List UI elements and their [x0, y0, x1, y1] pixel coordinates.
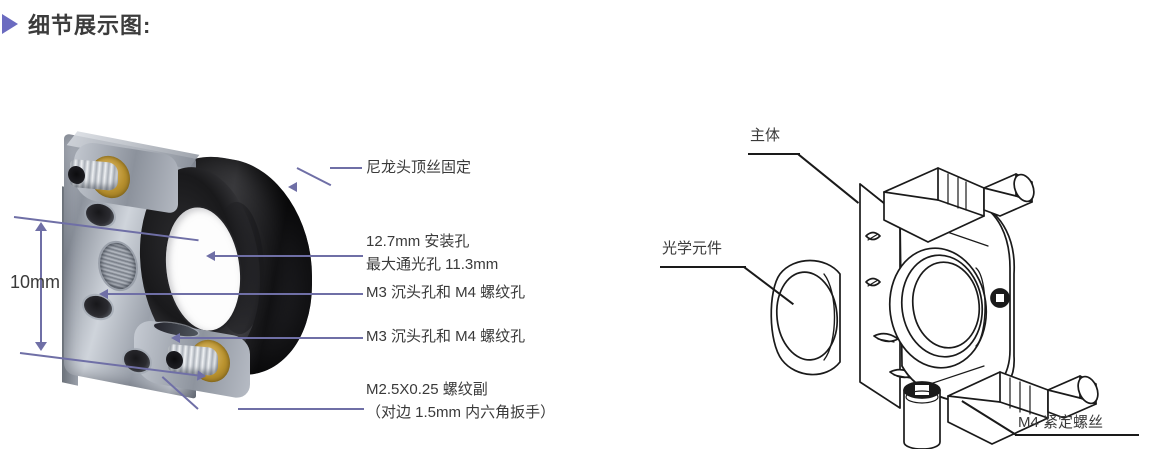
hex-socket-lower	[166, 350, 183, 370]
callout-underline-m4-set-screw	[1015, 434, 1139, 436]
lineart-exploded-assembly	[752, 150, 1154, 449]
section-header: 细节展示图:	[0, 8, 151, 40]
dimension-arrow-shaft	[40, 228, 42, 348]
callout-label-mounting-bore-line2: 最大通光孔 11.3mm	[366, 256, 499, 273]
leader-line-m3-counterbore-2	[180, 337, 363, 339]
callout-label-m3-counterbore-2: M3 沉头孔和 M4 螺纹孔	[366, 328, 526, 345]
callout-underline-main-body	[748, 153, 800, 155]
callout-label-thread-pair-line1: M2.5X0.25 螺纹副	[366, 381, 488, 398]
callout-label-optical-element: 光学元件	[662, 240, 723, 257]
leader-line-nylon-tip-setscrew	[330, 167, 362, 169]
lineart-optical-element-disc	[770, 259, 841, 376]
callout-label-thread-pair: M2.5X0.25 螺纹副 （对边 1.5mm 内六角扳手）	[366, 378, 555, 424]
arrowhead-m3-counterbore-2	[171, 333, 180, 343]
callout-label-mounting-bore-line1: 12.7mm 安装孔	[366, 233, 470, 250]
hex-socket-upper	[68, 165, 85, 185]
callout-label-thread-pair-line2: （对边 1.5mm 内六角扳手）	[366, 404, 556, 421]
callout-label-m3-counterbore-1: M3 沉头孔和 M4 螺纹孔	[366, 284, 526, 301]
triangle-right-icon	[2, 14, 18, 34]
leader-line-thread-pair	[238, 408, 364, 410]
arrowhead-m3-counterbore-1	[99, 289, 108, 299]
callout-underline-optical-element	[660, 266, 746, 268]
lineart-m4-set-screw	[903, 381, 941, 449]
page-title: 细节展示图:	[28, 13, 152, 38]
callout-label-m4-set-screw: M4 紧定螺丝	[1018, 414, 1104, 431]
arrowhead-mounting-bore	[206, 251, 215, 261]
dimension-label: 10mm	[10, 272, 61, 292]
callout-label-nylon-tip-setscrew: 尼龙头顶丝固定	[366, 159, 472, 176]
dimension-arrowhead-top	[35, 222, 47, 231]
dimension-arrowhead-bottom	[35, 342, 47, 351]
arrowhead-nylon-tip-setscrew	[288, 182, 297, 192]
lineart-upper-setscrew-boss	[883, 167, 1035, 243]
leader-line-m3-counterbore-1	[108, 293, 363, 295]
leader-line-mounting-bore	[215, 255, 363, 257]
callout-label-mounting-bore: 12.7mm 安装孔 最大通光孔 11.3mm	[366, 230, 498, 276]
callout-label-main-body: 主体	[750, 127, 781, 144]
lineart-lower-setscrew-boss	[947, 371, 1099, 445]
